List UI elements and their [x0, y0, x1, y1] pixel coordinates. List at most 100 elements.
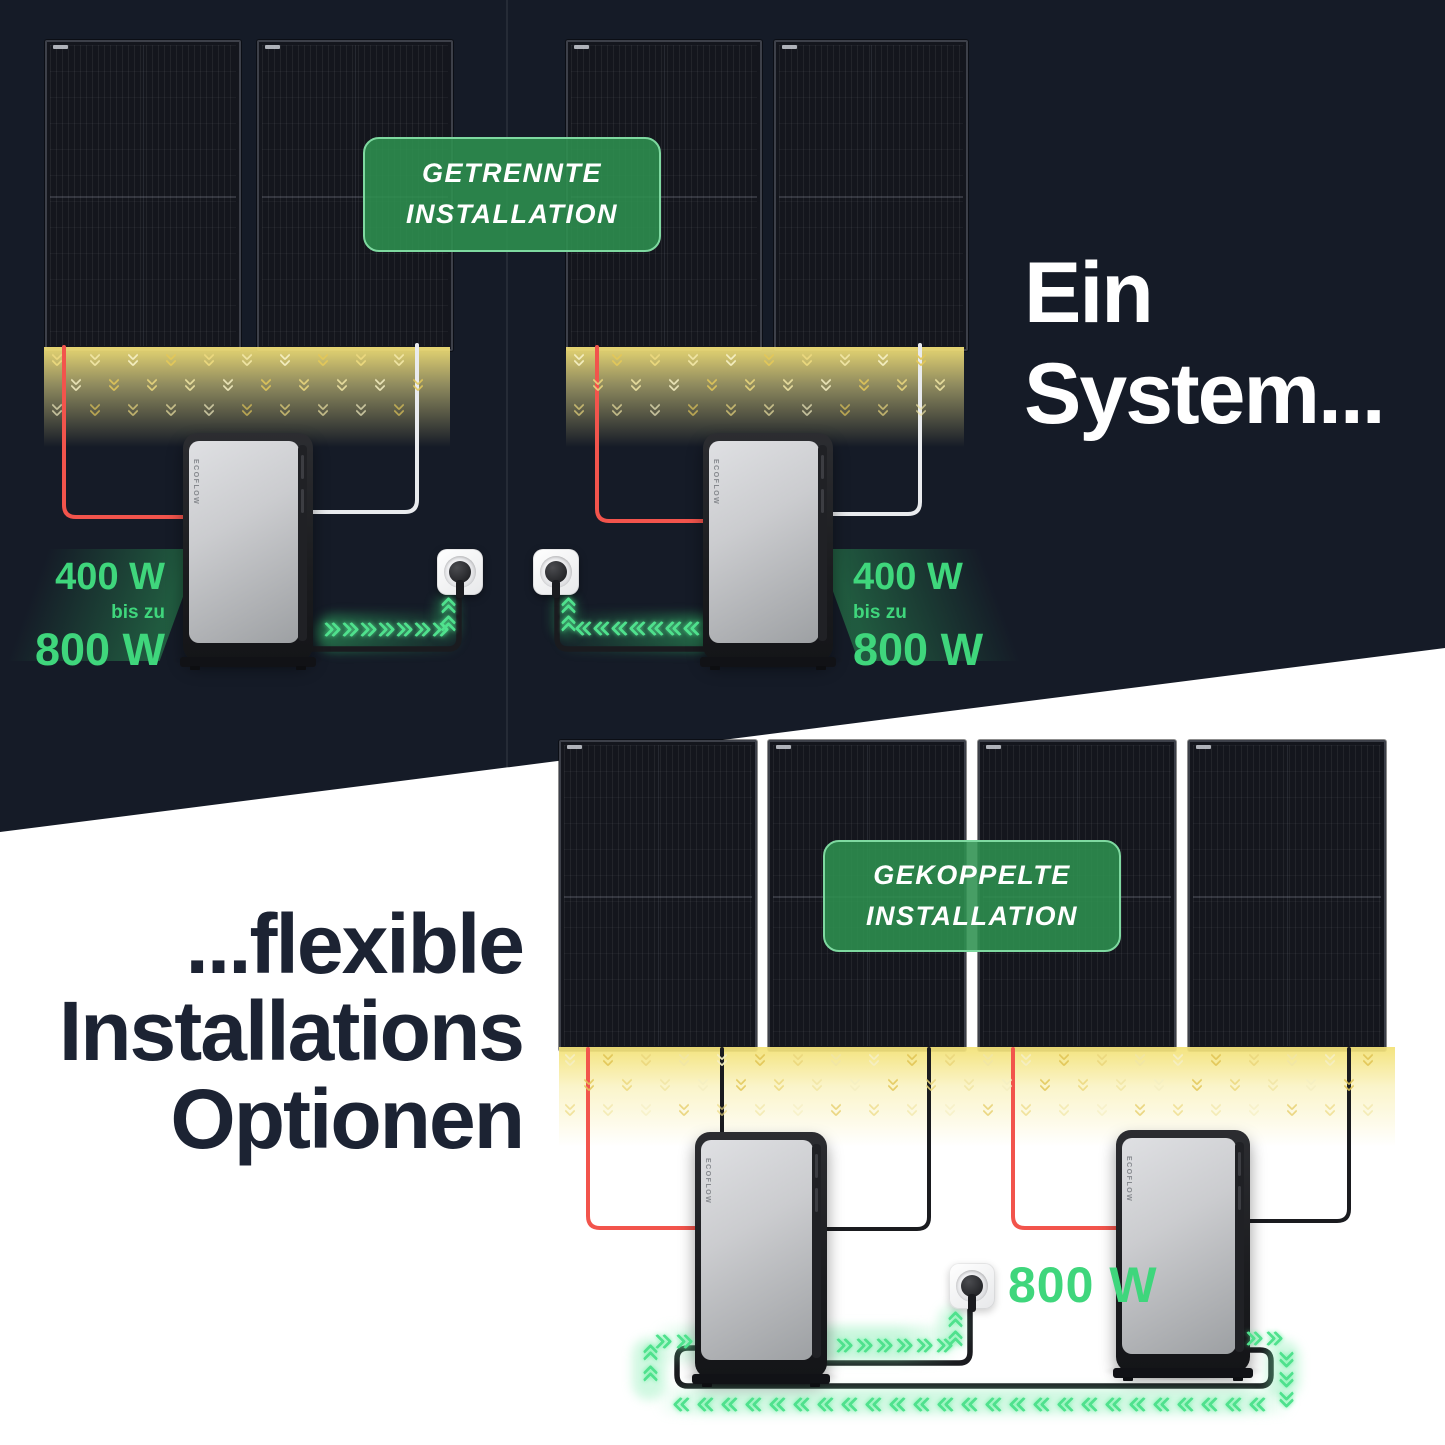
sun-ray-arrow-icon [983, 1052, 994, 1066]
energy-flow-arrow-icon [894, 1338, 912, 1352]
energy-flow-arrow-icon [674, 1334, 692, 1348]
device-face [1122, 1138, 1236, 1354]
sun-ray-arrow-icon [631, 377, 642, 391]
device-port-strip [818, 445, 827, 641]
sun-ray-arrow-icon [1097, 1102, 1108, 1116]
panel-label-sticker [53, 45, 68, 49]
energy-flow-arrow-icon [794, 1398, 812, 1412]
watt-connector: bis zu [853, 602, 907, 623]
solar-panel-8 [1188, 740, 1386, 1051]
energy-flow-arrow-icon [1058, 1398, 1076, 1412]
energy-flow-arrow-icon [441, 598, 455, 616]
sun-ray-arrow-icon [774, 1077, 785, 1091]
energy-flow-arrow-icon [666, 622, 684, 636]
device-port-strip [812, 1144, 821, 1358]
sun-ray-arrow-icon [603, 1102, 614, 1116]
power-range-label: 400 W bis zu 800 W [853, 558, 983, 672]
sun-ray-arrow-icon [1021, 1102, 1032, 1116]
panel-label-sticker [776, 745, 791, 749]
sun-ray-arrow-icon [1211, 1052, 1222, 1066]
energy-flow-arrow-icon [1280, 1389, 1294, 1407]
sun-ray-arrow-icon [726, 352, 737, 366]
sun-ray-arrow-icon [71, 377, 82, 391]
panel-label-sticker [782, 45, 797, 49]
badge-line: GETRENNTE [421, 158, 602, 189]
sun-ray-arrow-icon [783, 377, 794, 391]
sun-ray-arrow-icon [1173, 1052, 1184, 1066]
sun-ray-arrow-icon [812, 1077, 823, 1091]
sun-ray-arrow-icon [185, 377, 196, 391]
solar-panel-4 [774, 40, 968, 351]
sun-ray-arrow-icon [204, 352, 215, 366]
sun-ray-arrow-icon [698, 1077, 709, 1091]
energy-flow-arrow-icon [834, 1338, 852, 1352]
brand-label: ECOFLOW [704, 1158, 711, 1205]
sun-ray-arrow-icon [166, 352, 177, 366]
sun-ray-arrow-icon [1363, 1052, 1374, 1066]
energy-flow-arrow-icon [1106, 1398, 1124, 1412]
energy-flow-arrow-icon [1154, 1398, 1172, 1412]
solar-panel-7 [978, 740, 1176, 1051]
sun-ray-arrow-icon [52, 402, 63, 416]
energy-flow-arrow-icon [1178, 1398, 1196, 1412]
sun-ray-arrow-icon [945, 1102, 956, 1116]
power-station: ECOFLOW [689, 433, 847, 670]
sun-ray-arrow-icon [916, 402, 927, 416]
brand-label: ECOFLOW [192, 459, 199, 506]
headline-line: ...flexible [185, 897, 525, 991]
sun-ray-arrow-icon [356, 352, 367, 366]
sun-ray-arrow-icon [821, 377, 832, 391]
energy-flow-arrow-icon [1250, 1398, 1268, 1412]
energy-flow-arrow-icon [722, 1398, 740, 1412]
sun-ray-arrow-icon [793, 1052, 804, 1066]
sun-ray-arrow-icon [584, 1077, 595, 1091]
coupled-output-label: 800 W [1008, 1257, 1158, 1313]
sun-ray-arrow-icon [603, 1052, 614, 1066]
sun-ray-arrow-icon [356, 402, 367, 416]
sun-ray-arrow-icon [574, 402, 585, 416]
sun-ray-arrow-icon [916, 352, 927, 366]
sun-ray-arrow-icon [565, 1052, 576, 1066]
sun-ray-arrow-icon [688, 352, 699, 366]
plug-icon [545, 561, 567, 583]
sun-ray-arrow-icon [1306, 1077, 1317, 1091]
device-face [709, 441, 819, 643]
badge-line: GEKOPPELTE [873, 859, 1071, 890]
sun-ray-arrow-icon [204, 402, 215, 416]
sun-ray-arrow-icon [945, 1052, 956, 1066]
sun-ray-arrow-icon [907, 1102, 918, 1116]
device-face [189, 441, 299, 643]
energy-flow-arrow-icon [648, 622, 666, 636]
sun-ray-arrow-icon [726, 402, 737, 416]
panel-label-sticker [1196, 745, 1211, 749]
sun-ray-arrow-icon [1344, 1077, 1355, 1091]
energy-flow-arrow-icon [561, 616, 575, 634]
sun-ray-arrow-icon [612, 402, 623, 416]
sun-ray-arrow-icon [888, 1077, 899, 1091]
device-face [701, 1140, 813, 1360]
plug-neck [552, 580, 560, 598]
energy-flow-arrow-icon [594, 622, 612, 636]
energy-flow-arrow-icon [1034, 1398, 1052, 1412]
energy-flow-arrow-icon [948, 1331, 962, 1349]
watt-value: 800 W [34, 624, 165, 675]
sun-ray-arrow-icon [375, 377, 386, 391]
energy-flow-arrow-icon [1280, 1369, 1294, 1387]
energy-flow-arrow-icon [854, 1338, 872, 1352]
sun-ray-arrow-icon [983, 1102, 994, 1116]
wall-outlet [533, 549, 579, 598]
sun-ray-arrow-icon [1173, 1102, 1184, 1116]
energy-flow-arrow-icon [441, 616, 455, 634]
sun-ray-arrow-icon [1249, 1052, 1260, 1066]
device-base [700, 657, 836, 670]
device-port-strip [1235, 1142, 1244, 1352]
sun-ray-arrow-icon [850, 1077, 861, 1091]
energy-flow-arrow-icon [866, 1398, 884, 1412]
sun-ray-arrow-icon [128, 402, 139, 416]
sun-ray-arrow-icon [1059, 1052, 1070, 1066]
energy-flow-arrow-icon [630, 622, 648, 636]
sun-ray-arrow-icon [755, 1052, 766, 1066]
brand-label: ECOFLOW [1125, 1156, 1132, 1203]
energy-flow-arrow-icon [684, 622, 702, 636]
